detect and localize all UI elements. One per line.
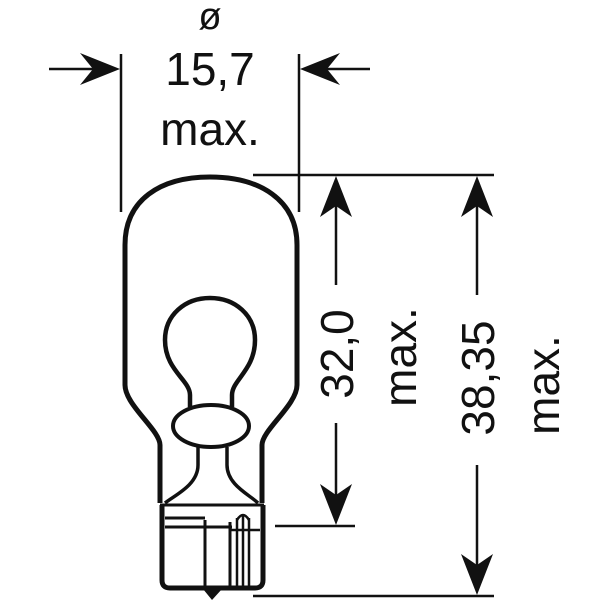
light-center-dimension — [275, 200, 355, 528]
up-arrowhead-icon — [461, 176, 493, 217]
overall-length-qualifier: max. — [517, 335, 569, 435]
stem-press-disc — [171, 403, 251, 449]
left-arrowhead-icon — [80, 53, 120, 85]
diameter-qualifier: max. — [160, 103, 260, 155]
diameter-value: 15,7 — [165, 43, 255, 95]
bulb-envelope — [122, 174, 300, 503]
filament-globe — [162, 295, 258, 407]
overall-length-value: 38,35 — [452, 320, 504, 436]
contact-tip — [203, 589, 222, 600]
up-arrowhead-icon — [320, 176, 352, 217]
down-arrowhead-icon — [320, 484, 352, 525]
light-center-qualifier: max. — [374, 307, 426, 407]
wedge-base — [159, 503, 266, 600]
diameter-dimension — [49, 54, 370, 212]
diameter-symbol: ø — [198, 0, 222, 38]
down-arrowhead-icon — [461, 554, 493, 595]
overall-length-dimension — [253, 200, 494, 598]
right-arrowhead-icon — [300, 53, 340, 85]
light-center-value: 32,0 — [311, 309, 363, 399]
stem-neck — [163, 447, 260, 505]
